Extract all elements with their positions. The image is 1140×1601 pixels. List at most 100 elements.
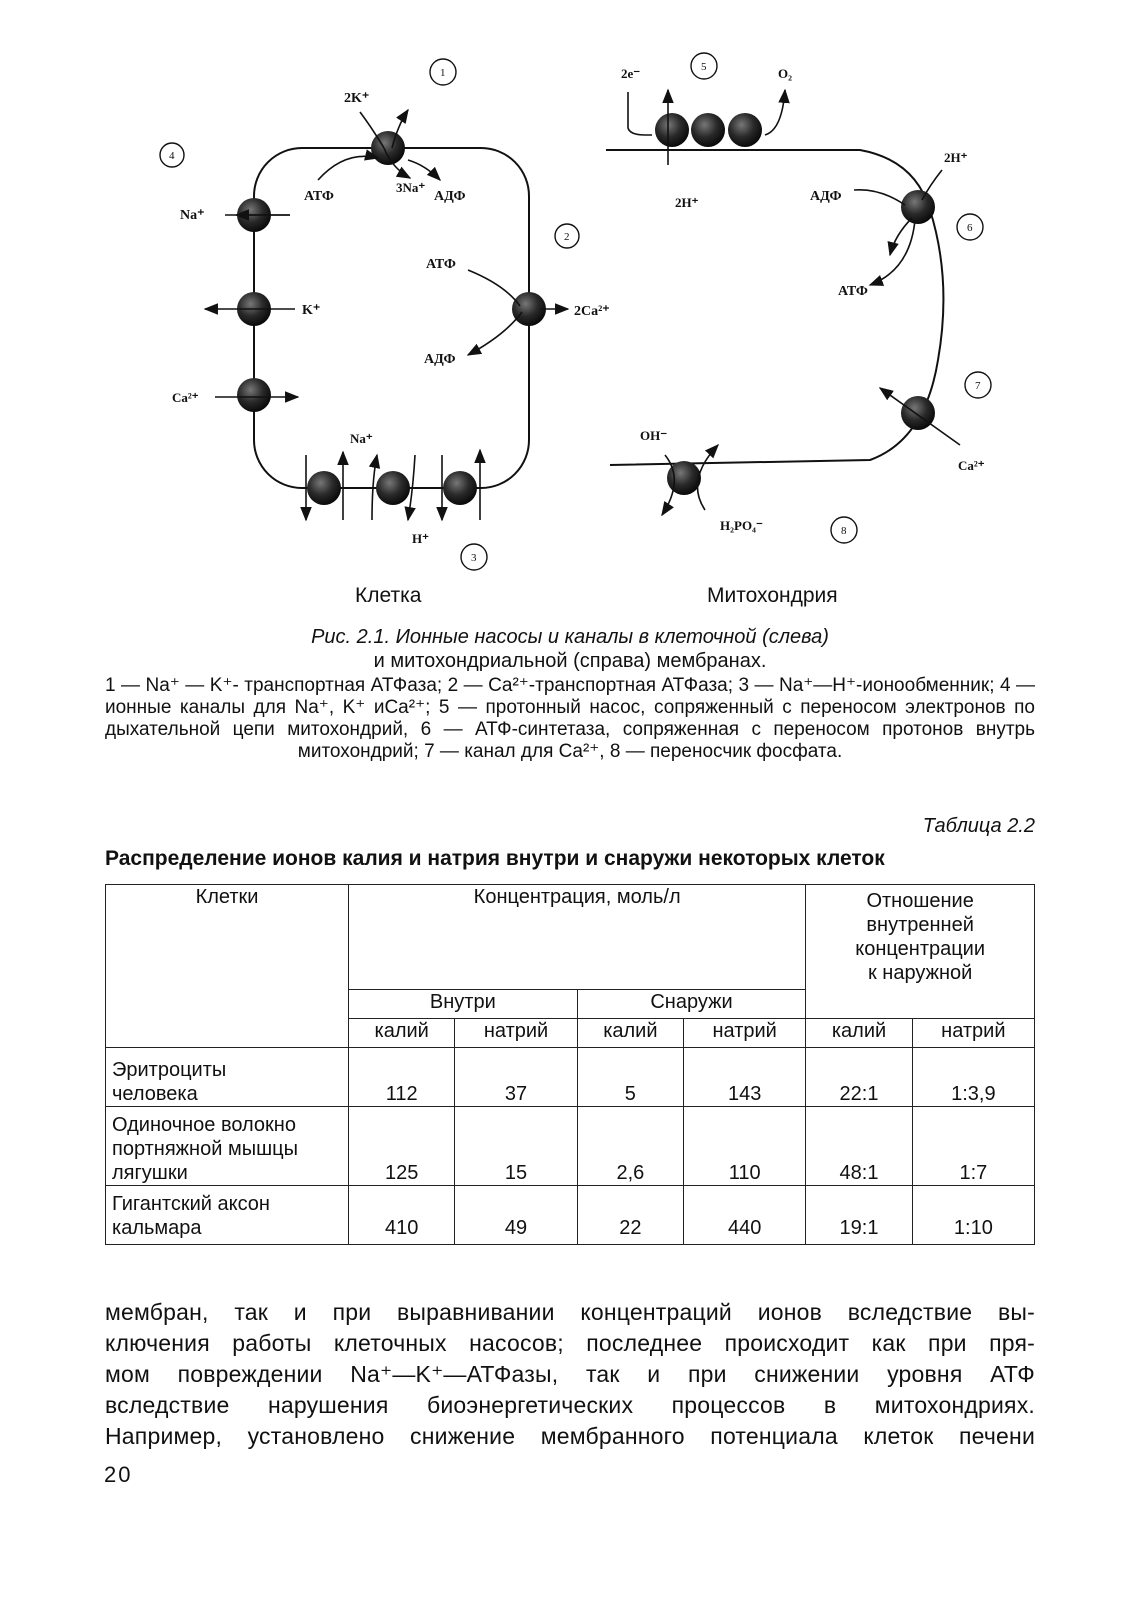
marker-4: 4 [159, 142, 185, 168]
row-cell-name-3: лягушки [112, 1162, 188, 1184]
label-atp-3: АТФ [838, 284, 868, 299]
marker-6: 6 [956, 213, 984, 241]
svg-text:8: 8 [841, 525, 847, 537]
label-na-exchanger: Na⁺ [350, 431, 373, 446]
cell-value: 125 [347, 1106, 456, 1186]
label-adp-3: АДФ [810, 189, 842, 204]
cell-value: 110 [683, 1106, 807, 1186]
body-line-4: вследствие нарушения биоэнергетических п… [105, 1392, 1035, 1418]
label-na-channel: Na⁺ [180, 208, 205, 223]
label-ca-mito: Ca²⁺ [958, 458, 985, 473]
cell-value: 22:1 [805, 1047, 913, 1107]
cell-value: 5 [576, 1047, 685, 1107]
cell-value: 37 [454, 1047, 578, 1107]
label-o2: O₂ [778, 66, 792, 81]
header-out-k: калий [576, 1018, 685, 1048]
cell-value: 2,6 [576, 1106, 685, 1186]
header-outside-label: Снаружи [650, 991, 733, 1013]
svg-text:7: 7 [975, 380, 981, 392]
body-text: мембран, так и при выравнивании концентр… [105, 1297, 1035, 1452]
header-cells-label: Клетки [195, 886, 259, 908]
ion-pump-diagram: 2K⁺ АТФ 3Na⁺ АДФ Na⁺ K⁺ Ca²⁺ АТФ АДФ 2Ca… [159, 52, 992, 571]
header-out-na: натрий [683, 1018, 807, 1048]
marker-7: 7 [964, 371, 992, 399]
header-inside: Внутри [348, 989, 578, 1019]
label-3na: 3Na⁺ [396, 180, 425, 195]
cell-membrane [253, 147, 530, 489]
label-h2po4: H₂PO₄⁻ [720, 518, 763, 533]
marker-3: 3 [460, 543, 488, 571]
header-concentration-label: Концентрация, моль/л [473, 886, 681, 908]
exchanger-2 [376, 471, 410, 505]
ca-channel [237, 378, 271, 412]
marker-8: 8 [830, 516, 858, 544]
header-ratio-k: калий [805, 1018, 913, 1048]
exchanger-1 [307, 471, 341, 505]
svg-text:3: 3 [471, 552, 477, 564]
label-2h-inner: 2H⁺ [675, 195, 699, 210]
svg-text:5: 5 [701, 61, 707, 73]
label-2e: 2e⁻ [621, 66, 640, 81]
cell-value: 1:7 [911, 1106, 1036, 1186]
respiratory-chain-2 [691, 113, 725, 147]
cell-value: 143 [683, 1047, 807, 1107]
row-cell-name-2: портняжной мышцы [112, 1138, 298, 1160]
atp-synthase [901, 190, 935, 224]
figure-title: Рис. 2.1. Ионные насосы и каналы в клето… [105, 625, 1035, 673]
table-title: Распределение ионов калия и натрия внутр… [105, 847, 885, 870]
cell-value: 112 [347, 1047, 456, 1107]
label-h-exchanger: H⁺ [412, 531, 429, 546]
cell-value: 1:10 [911, 1185, 1036, 1245]
row-cell-name-2: кальмара [112, 1217, 202, 1239]
header-ratio-l4: к наружной [867, 962, 973, 984]
header-in-na: натрий [454, 1018, 578, 1048]
header-ratio-na: натрий [911, 1018, 1036, 1048]
header-inside-label: Внутри [429, 991, 496, 1013]
header-concentration: Концентрация, моль/л [347, 884, 807, 990]
cell-value: 410 [347, 1185, 456, 1245]
label-2ca: 2Ca²⁺ [574, 304, 610, 319]
svg-text:2: 2 [564, 231, 570, 243]
body-line-1: мембран, так и при выравнивании концентр… [105, 1299, 1035, 1325]
label-adp-1: АДФ [434, 189, 466, 204]
mitochondrion-label: Митохондрия [707, 584, 838, 607]
body-line-5: Например, установлено снижение мембранно… [105, 1423, 1035, 1449]
cell-value: 22 [576, 1185, 685, 1245]
label-adp-2: АДФ [424, 352, 456, 367]
label-2k: 2K⁺ [344, 91, 369, 106]
ion-distribution-table: Клетки Концентрация, моль/л Отношение вн… [105, 884, 1036, 1245]
figure-title-line2: и митохондриальной (справа) мембранах. [373, 650, 767, 672]
marker-1: 1 [429, 58, 457, 86]
table-number: Таблица 2.2 [922, 815, 1035, 837]
label-atp-2: АТФ [426, 257, 456, 272]
header-ratio-l2: внутренней [866, 914, 974, 936]
header-cells: Клетки [105, 884, 349, 1048]
svg-text:6: 6 [967, 222, 973, 234]
body-line-3: мом повреждении Na⁺—K⁺—АТФазы, так и при… [105, 1361, 1035, 1387]
mito-ca-channel [901, 396, 935, 430]
respiratory-chain-3 [728, 113, 762, 147]
mito-membrane [606, 149, 945, 466]
ca-atpase-pump [512, 292, 546, 326]
label-k-channel: K⁺ [302, 303, 320, 318]
marker-5: 5 [690, 52, 718, 80]
header-ratio-l3: концентрации [855, 938, 986, 960]
row-cell-name: Эритроциты [112, 1059, 227, 1081]
marker-2: 2 [554, 223, 580, 249]
page-number: 20 [104, 1462, 133, 1487]
cell-value: 440 [683, 1185, 807, 1245]
cell-value: 19:1 [805, 1185, 913, 1245]
cell-value: 48:1 [805, 1106, 913, 1186]
row-cell-name: Гигантский аксон [112, 1193, 270, 1215]
phosphate-carrier [667, 461, 701, 495]
figure-legend: 1 — Na⁺ — K⁺- транспортная АТФаза; 2 — C… [105, 675, 1035, 762]
exchanger-3 [443, 471, 477, 505]
cell-label: Клетка [355, 584, 422, 607]
svg-text:1: 1 [440, 67, 446, 79]
header-in-k: калий [347, 1018, 456, 1048]
cell-value: 15 [454, 1106, 578, 1186]
label-atp-1: АТФ [304, 189, 334, 204]
svg-text:4: 4 [169, 150, 175, 162]
